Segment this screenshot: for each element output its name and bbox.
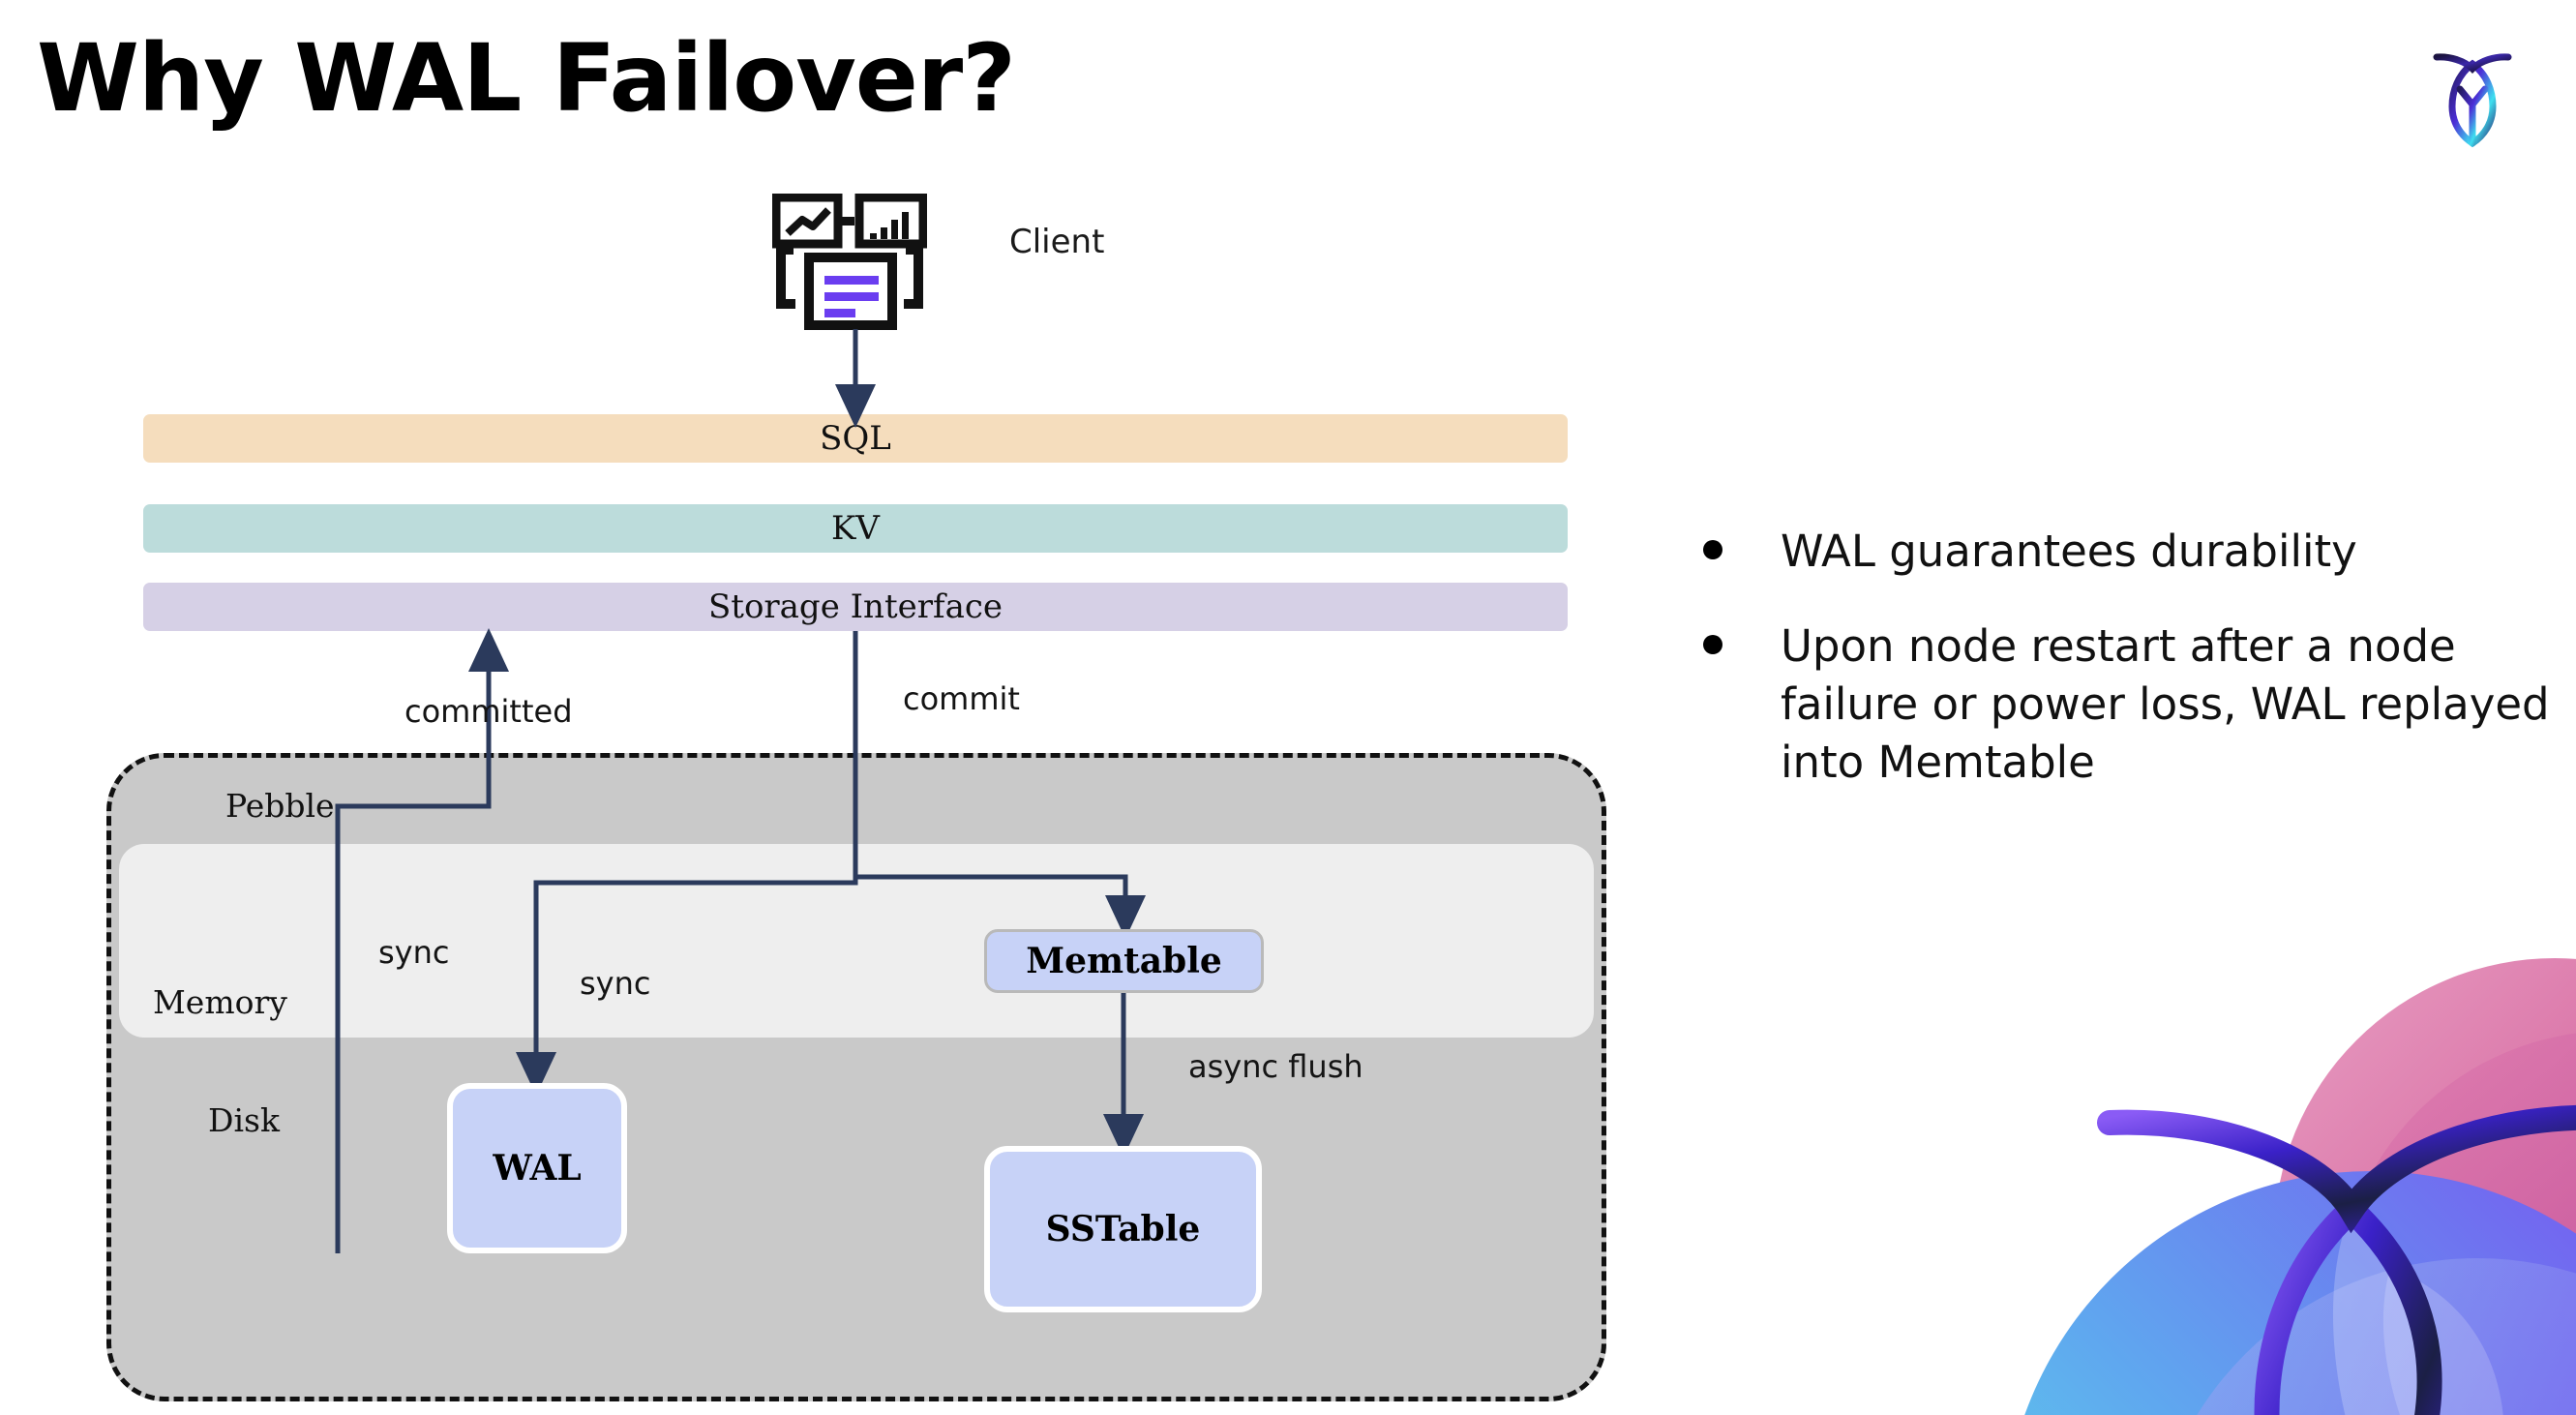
bullet-dot-icon — [1703, 540, 1722, 559]
edge-label-committed: committed — [404, 693, 573, 730]
layer-label-sql: SQL — [820, 419, 891, 458]
node-label-wal: WAL — [493, 1148, 582, 1189]
edge-label-sync-left: sync — [378, 934, 450, 971]
list-item: WAL guarantees durability — [1703, 523, 2555, 581]
bullet-list: WAL guarantees durability Upon node rest… — [1703, 523, 2555, 828]
layer-bar-kv: KV — [143, 504, 1568, 553]
layer-bar-storage-interface: Storage Interface — [143, 583, 1568, 631]
layer-label-storage-interface: Storage Interface — [707, 587, 1003, 626]
bullet-dot-icon — [1703, 634, 1722, 654]
edge-label-commit: commit — [903, 680, 1020, 717]
edge-label-async-flush: async flush — [1188, 1048, 1363, 1085]
memory-label: Memory — [153, 983, 287, 1021]
disk-label: Disk — [208, 1101, 280, 1139]
cockroachdb-watermark — [1935, 919, 2576, 1415]
page-title: Why WAL Failover? — [37, 24, 1016, 133]
client-label: Client — [1009, 223, 1105, 261]
list-item: Upon node restart after a node failure o… — [1703, 617, 2555, 792]
bullet-text: Upon node restart after a node failure o… — [1781, 619, 2550, 788]
edge-label-sync-right: sync — [580, 965, 651, 1002]
client-dashboard-icon — [771, 193, 928, 337]
pebble-label: Pebble — [225, 787, 335, 825]
layer-label-kv: KV — [831, 509, 880, 548]
cockroachdb-logo — [2410, 29, 2535, 155]
memory-region — [119, 844, 1594, 1038]
node-sstable: SSTable — [984, 1146, 1262, 1312]
bullet-text: WAL guarantees durability — [1781, 526, 2357, 577]
node-wal: WAL — [447, 1083, 627, 1253]
node-memtable: Memtable — [984, 929, 1264, 993]
node-label-sstable: SSTable — [1045, 1209, 1201, 1249]
layer-bar-sql: SQL — [143, 414, 1568, 463]
node-label-memtable: Memtable — [1026, 941, 1222, 981]
